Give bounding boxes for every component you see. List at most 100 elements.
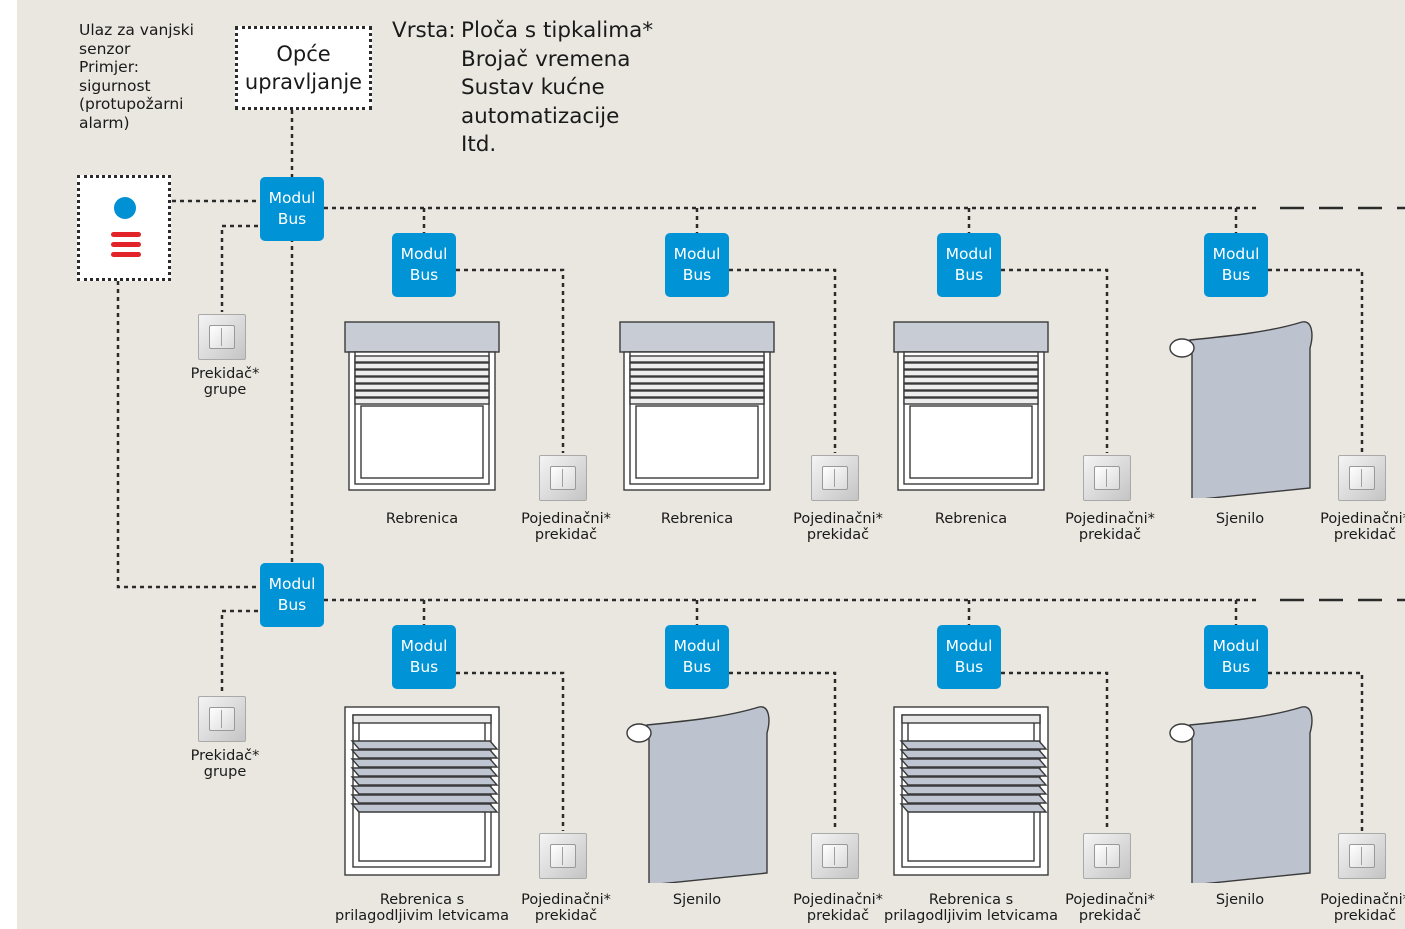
device-label: Rebrenica — [660, 511, 734, 527]
single-switch-label: Pojedinačni* prekidač — [1065, 892, 1155, 924]
group-switch-label: Prekidač* grupe — [190, 366, 260, 398]
shade-icon — [626, 706, 770, 883]
switch-wire — [1001, 671, 1109, 831]
module-label-line2: Bus — [954, 266, 984, 284]
module-label-line1: Modul — [1212, 245, 1260, 263]
roller-shutter-icon — [893, 321, 1049, 491]
module-label-line2: Bus — [1221, 266, 1251, 284]
sensor-bar-icon — [111, 232, 141, 237]
switch-rocker-icon — [550, 466, 576, 490]
switch-rocker-icon — [1349, 844, 1375, 868]
module-label-line2: Bus — [954, 658, 984, 676]
single-switch-label: Pojedinačni* prekidač — [521, 892, 611, 924]
single-switch-icon — [539, 455, 587, 501]
switch-wire — [1001, 268, 1109, 453]
module-label-line1: Modul — [1212, 637, 1260, 655]
sensor-input-label: Ulaz za vanjski senzor Primjer: sigurnos… — [79, 21, 194, 132]
single-switch-icon — [1083, 833, 1131, 879]
group-switch-wire — [220, 224, 258, 312]
module-label-line1: Modul — [673, 245, 721, 263]
group-switch-label: Prekidač* grupe — [190, 748, 260, 780]
switch-wire — [729, 268, 837, 453]
control-type-item: Itd. — [461, 132, 497, 157]
switch-wire — [1268, 268, 1364, 453]
general-control-box: Opće upravljanje — [235, 26, 372, 110]
module-label-line2: Bus — [409, 658, 439, 676]
single-switch-label: Pojedinačni* prekidač — [793, 892, 883, 924]
sensor-bar-icon — [111, 242, 141, 247]
single-switch-icon — [1338, 833, 1386, 879]
module-label-line1: Modul — [400, 637, 448, 655]
module-label-line1: Modul — [400, 245, 448, 263]
device-label: Rebrenica — [385, 511, 459, 527]
module-label-line1: Modul — [268, 189, 316, 207]
control-type-item: automatizacije — [461, 103, 620, 129]
module-label-line1: Modul — [268, 575, 316, 593]
device-label: Rebrenica s prilagodljivim letvicama — [335, 892, 509, 924]
switch-wire — [456, 671, 565, 831]
single-switch-icon — [539, 833, 587, 879]
control-type-item: Ploča s tipkalima* — [461, 18, 654, 43]
venetian-blind-icon — [344, 706, 500, 876]
device-label: Sjenilo — [672, 892, 722, 908]
module-label-line1: Modul — [945, 245, 993, 263]
control-type-item: Brojač vremena — [461, 46, 631, 72]
module-label-line1: Modul — [673, 637, 721, 655]
roller-shutter-icon — [344, 321, 500, 491]
device-label: Sjenilo — [1215, 511, 1265, 527]
switch-rocker-icon — [1094, 466, 1120, 490]
shade-icon — [1169, 321, 1313, 498]
module-label-line2: Bus — [277, 596, 307, 614]
device-label: Sjenilo — [1215, 892, 1265, 908]
external-sensor-box — [77, 175, 171, 281]
general-control-label: Opće upravljanje — [244, 42, 363, 94]
control-types-list: Ploča s tipkalima* Brojač vremena Sustav… — [461, 17, 653, 160]
sensor-bar-icon — [111, 252, 141, 257]
single-switch-label: Pojedinačni* prekidač — [1065, 511, 1155, 543]
module-label-line2: Bus — [1221, 658, 1251, 676]
switch-rocker-icon — [1349, 466, 1375, 490]
switch-wire — [729, 671, 837, 831]
sensor-to-second-bus-wire — [116, 281, 258, 589]
switch-rocker-icon — [822, 844, 848, 868]
switch-rocker-icon — [822, 466, 848, 490]
device-label: Rebrenica s prilagodljivim letvicama — [884, 892, 1058, 924]
single-switch-icon — [1338, 455, 1386, 501]
venetian-blind-icon — [893, 706, 1049, 876]
module-label-line2: Bus — [277, 210, 307, 228]
group-switch-icon — [198, 314, 246, 360]
module-label-line1: Modul — [945, 637, 993, 655]
single-switch-label: Pojedinačni* prekidač — [1320, 892, 1405, 924]
control-types-prefix: Vrsta: — [392, 18, 456, 43]
switch-rocker-icon — [209, 707, 235, 731]
switch-wire — [456, 268, 565, 453]
sensor-dot-icon — [114, 197, 136, 219]
single-switch-label: Pojedinačni* prekidač — [521, 511, 611, 543]
module-label-line2: Bus — [409, 266, 439, 284]
module-label-line2: Bus — [682, 266, 712, 284]
group-switch-wire — [220, 609, 258, 695]
device-label: Rebrenica — [934, 511, 1008, 527]
single-switch-label: Pojedinačni* prekidač — [1320, 511, 1405, 543]
single-switch-label: Pojedinačni* prekidač — [793, 511, 883, 543]
single-switch-icon — [811, 833, 859, 879]
group-switch-icon — [198, 696, 246, 742]
roller-shutter-icon — [619, 321, 775, 491]
single-switch-icon — [1083, 455, 1131, 501]
single-switch-icon — [811, 455, 859, 501]
shade-icon — [1169, 706, 1313, 883]
switch-rocker-icon — [1094, 844, 1120, 868]
switch-rocker-icon — [209, 325, 235, 349]
